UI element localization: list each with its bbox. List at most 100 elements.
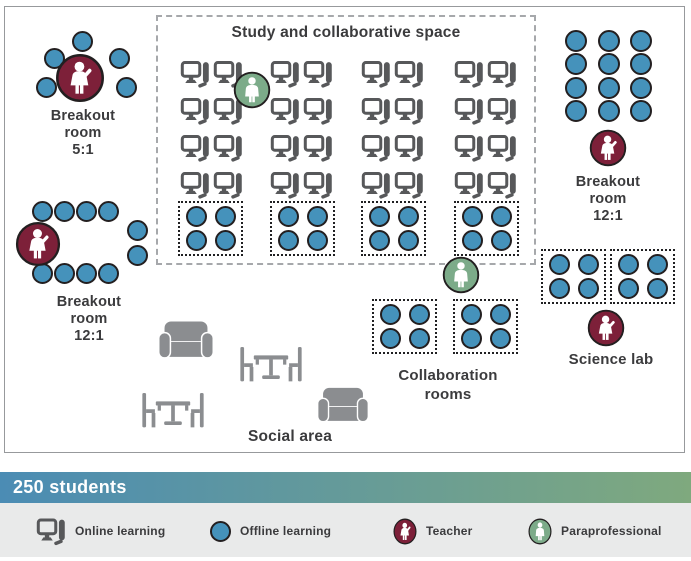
student-icon (630, 77, 652, 99)
student-icon (617, 278, 639, 299)
workstation-pair (270, 95, 333, 127)
label-line: 5:1 (72, 142, 94, 158)
breakout-room-right-label: Breakout room 12:1 (548, 174, 668, 225)
collaboration-pod (178, 201, 243, 256)
label-line: Collaboration (398, 367, 498, 384)
teacher-icon (589, 129, 627, 167)
workstation-icon (394, 171, 424, 201)
workstation-pair (454, 58, 517, 90)
student-icon (461, 230, 483, 251)
student-icon (109, 48, 130, 69)
student-icon (565, 77, 587, 99)
student-icon (646, 278, 668, 299)
couch-icon (158, 321, 214, 359)
student-icon (98, 263, 119, 284)
student-icon (36, 77, 57, 98)
student-icon (646, 254, 668, 275)
student-icon (598, 77, 620, 99)
label-line: 12:1 (74, 328, 104, 344)
student-icon (306, 230, 328, 251)
workstation-icon (394, 60, 424, 90)
student-icon (490, 206, 512, 227)
breakout-room-left-label: Breakout room 12:1 (29, 294, 149, 345)
student-icon (489, 304, 511, 325)
student-icon (460, 304, 482, 325)
student-icon (397, 206, 419, 227)
student-icon (277, 206, 299, 227)
collaboration-pod (372, 299, 437, 354)
label-line: room (64, 125, 102, 141)
workstation-pair (180, 132, 243, 164)
legend-label: Paraprofessional (561, 524, 662, 538)
teacher-icon (587, 309, 625, 347)
workstation-pair (361, 132, 424, 164)
study-space: Study and collaborative space (156, 15, 536, 265)
workstation-icon (361, 97, 391, 127)
workstation-icon (454, 97, 484, 127)
label-line: rooms (424, 386, 472, 403)
workstation-icon (270, 60, 300, 90)
student-icon (461, 206, 483, 227)
science-lab-label: Science lab (568, 351, 654, 368)
workstation-icon (180, 134, 210, 164)
workstation-pair (270, 58, 333, 90)
workstation-pair (270, 132, 333, 164)
student-icon (598, 30, 620, 52)
legend: Online learning Offline learning Teacher… (0, 503, 691, 557)
workstation-icon (454, 60, 484, 90)
workstation-pair (454, 132, 517, 164)
collaboration-pod (454, 201, 519, 256)
collaboration-pod (270, 201, 335, 256)
workstation-pair (361, 169, 424, 201)
workstation-icon (270, 134, 300, 164)
student-icon (408, 304, 430, 325)
workstation-icon (180, 97, 210, 127)
collaboration-pod (610, 249, 675, 304)
legend-item-offline-learning: Offline learning (210, 515, 331, 547)
student-icon (54, 263, 75, 284)
table-and-chairs-icon (142, 393, 204, 428)
workstation-icon (394, 134, 424, 164)
student-icon (76, 263, 97, 284)
label-line: Breakout (575, 174, 641, 190)
student-icon (630, 53, 652, 75)
workstation-pair (361, 95, 424, 127)
workstation-pair (361, 58, 424, 90)
student-icon (368, 206, 390, 227)
student-icon (577, 278, 599, 299)
student-icon (185, 230, 207, 251)
student-icon (598, 53, 620, 75)
study-space-title: Study and collaborative space (231, 24, 461, 41)
collaboration-pod (361, 201, 426, 256)
couch-icon (317, 387, 369, 423)
workstation-icon (303, 60, 333, 90)
workstation-icon (454, 171, 484, 201)
legend-label: Online learning (75, 524, 166, 538)
workstation-icon (213, 171, 243, 201)
workstation-icon (487, 97, 517, 127)
student-icon (76, 201, 97, 222)
student-icon (368, 230, 390, 251)
student-icon (306, 206, 328, 227)
label-line: Breakout (56, 294, 122, 310)
workstation-icon (270, 97, 300, 127)
student-icon (548, 278, 570, 299)
workstation-icon (303, 171, 333, 201)
workstation-icon (36, 517, 66, 547)
legend-label: Teacher (426, 524, 473, 538)
workstation-pair (454, 95, 517, 127)
breakout-room-small-label: Breakout room 5:1 (23, 108, 143, 159)
student-icon (548, 254, 570, 275)
collaboration-pod (541, 249, 606, 304)
student-icon (210, 520, 231, 542)
workstation-icon (361, 171, 391, 201)
students-count: 250 students (13, 477, 127, 497)
student-icon (379, 304, 401, 325)
student-icon (490, 230, 512, 251)
student-icon (54, 201, 75, 222)
student-icon (98, 201, 119, 222)
student-icon (598, 100, 620, 122)
legend-item-teacher: Teacher (393, 515, 473, 547)
label-line: room (589, 191, 627, 207)
